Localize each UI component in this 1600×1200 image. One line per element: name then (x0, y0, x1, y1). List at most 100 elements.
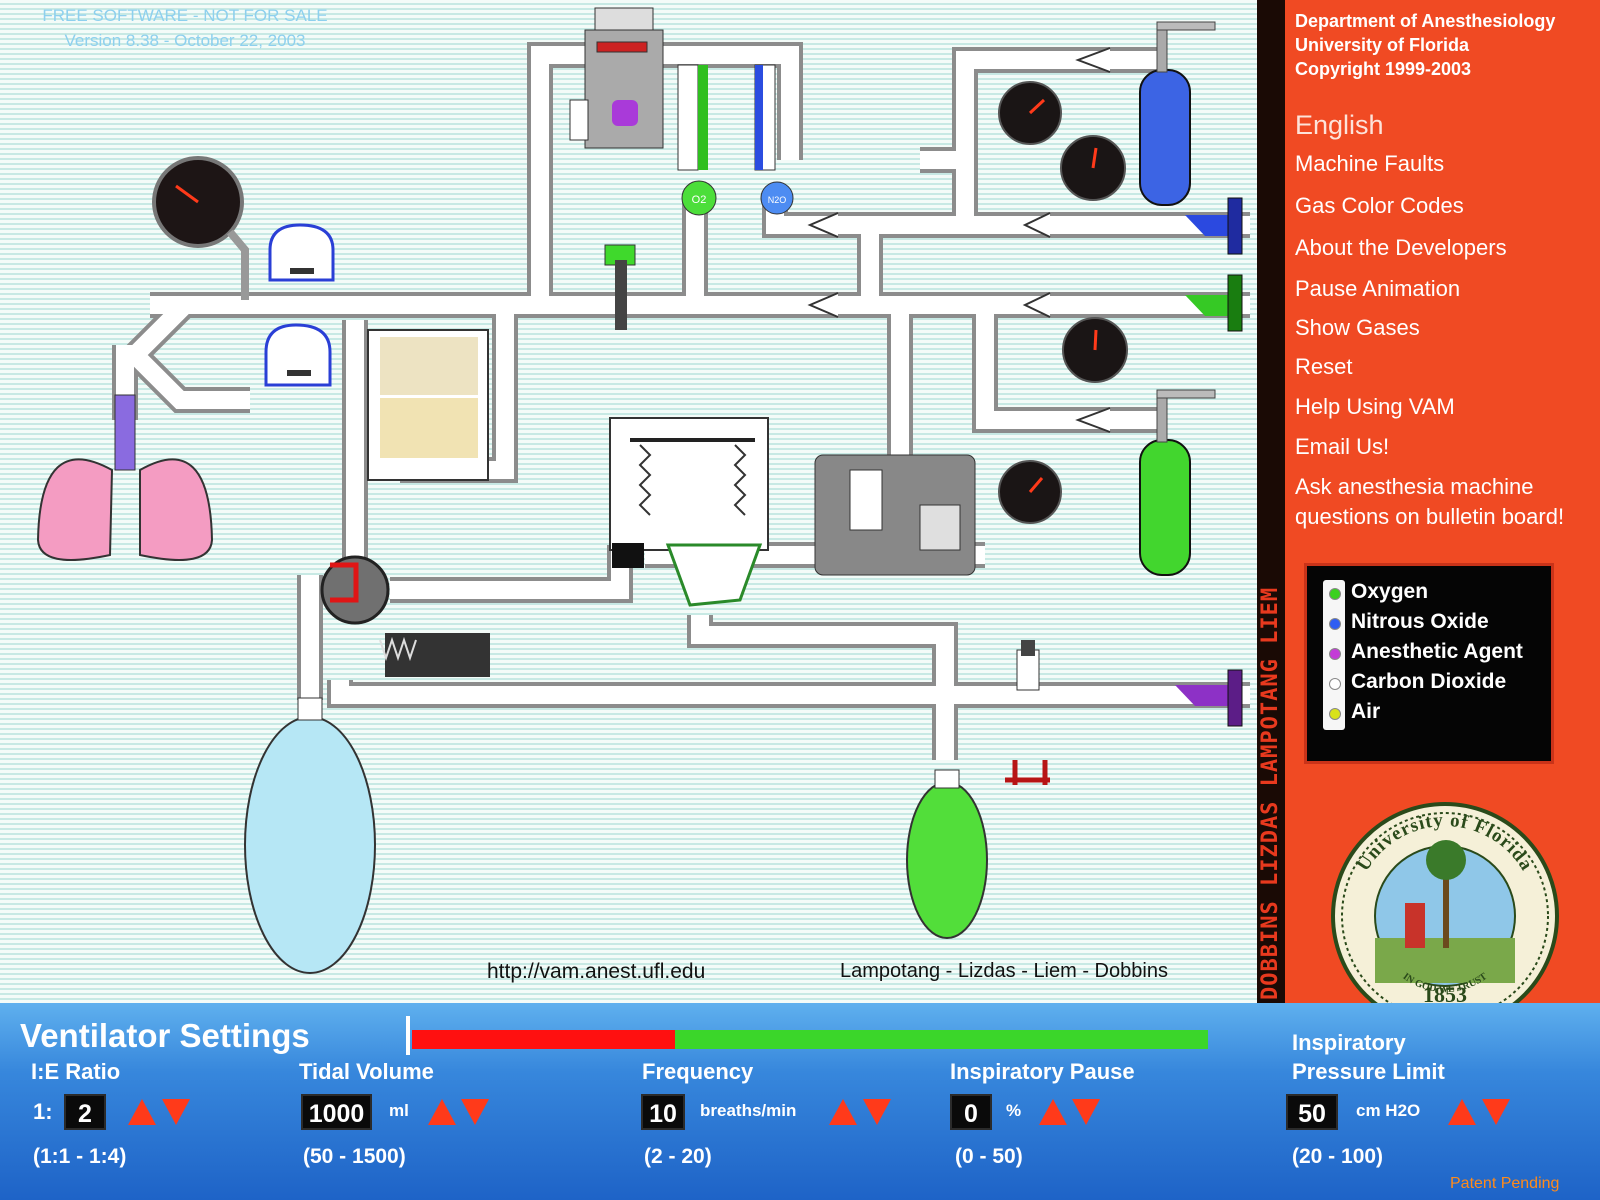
n2o-cylinder (1139, 21, 1216, 206)
bag-vent-selector[interactable] (320, 555, 390, 625)
ventilator-settings-title: Ventilator Settings (20, 1017, 310, 1054)
inspiratory-pause-label: Inspiratory Pause (950, 1059, 1135, 1084)
tidal-volume-up-arrow[interactable] (428, 1099, 456, 1125)
n2o-knob-label: N2O (768, 195, 787, 205)
pressure-limit-label-1: Inspiratory (1292, 1030, 1406, 1055)
air-dot (1329, 708, 1341, 720)
vertical-banner: DOBBINS LIZDAS LAMPOTANG LIEM (1257, 0, 1285, 1003)
frequency-unit: breaths/min (700, 1101, 797, 1120)
flowmeter-tubes (677, 64, 776, 171)
expiratory-valve (264, 323, 332, 387)
scavenger-relief-valve (1005, 640, 1050, 785)
university-line: University of Florida (1295, 35, 1470, 55)
version-label: Version 8.38 - October 22, 2003 (64, 31, 306, 50)
frequency-label: Frequency (642, 1059, 754, 1084)
o2-flow-knob[interactable]: O2 (681, 180, 717, 216)
o2-connector (1227, 274, 1243, 332)
website-url[interactable]: http://vam.anest.ufl.edu (487, 960, 706, 983)
copyright-line: Copyright 1999-2003 (1295, 59, 1472, 79)
machine-schematic: O2 N2O (36, 7, 1250, 974)
seal-year: 1853 (1423, 982, 1467, 1007)
menu-machine-faults[interactable]: Machine Faults (1295, 151, 1445, 176)
tidal-volume-value[interactable]: 1000 (301, 1094, 372, 1130)
check-valve-5 (1022, 292, 1051, 318)
tidal-volume-range: (50 - 1500) (303, 1145, 406, 1168)
frequency-range: (2 - 20) (644, 1145, 712, 1168)
ie-ratio-down-arrow[interactable] (162, 1099, 190, 1125)
pressure-limit-range: (20 - 100) (1292, 1145, 1384, 1168)
y-piece-pipe (116, 292, 250, 413)
university-seal: University of Florida IN GOD WE TRUST 18… (1331, 802, 1559, 1028)
n2o-pipeline-inlet (1185, 215, 1232, 236)
o2-knob-label: O2 (692, 194, 707, 206)
menu-gas-color-codes[interactable]: Gas Color Codes (1295, 193, 1464, 218)
oxygen-dot (1329, 588, 1341, 600)
pressure-limit-up-arrow[interactable] (1448, 1099, 1476, 1125)
scavenger-inlet (1175, 685, 1232, 706)
menu-reset[interactable]: Reset (1295, 354, 1353, 379)
flush-valve[interactable] (604, 244, 636, 330)
ie-ratio-up-arrow[interactable] (128, 1099, 156, 1125)
legend-nitrous-oxide: Nitrous Oxide (1351, 610, 1489, 633)
anesthesia-machine-diagram: FREE SOFTWARE - NOT FOR SALE Version 8.3… (0, 0, 1257, 1003)
legend-carbon-dioxide: Carbon Dioxide (1351, 670, 1507, 693)
n2o-connector (1227, 197, 1243, 255)
free-software-notice: FREE SOFTWARE - NOT FOR SALE (42, 6, 328, 25)
patient-lungs (36, 394, 214, 561)
menu-help[interactable]: Help Using VAM (1295, 394, 1455, 419)
legend-anesthetic-agent: Anesthetic Agent (1351, 640, 1523, 663)
tidal-volume-down-arrow[interactable] (461, 1099, 489, 1125)
cylinder-pressure-gauges (998, 81, 1128, 524)
patent-pending: Patent Pending (1450, 1175, 1560, 1192)
pressure-limit-unit: cm H2O (1356, 1101, 1421, 1120)
scavenger-connector (1227, 669, 1243, 727)
inspiratory-valve (268, 223, 335, 282)
menu-show-gases[interactable]: Show Gases (1295, 315, 1420, 340)
pressure-limit-label-2: Pressure Limit (1292, 1059, 1445, 1084)
check-valve-3 (807, 212, 839, 238)
n2o-cylinder-pipe (952, 47, 1160, 225)
check-valve-2 (1022, 212, 1051, 238)
ventilator-bellows (609, 417, 769, 607)
inspiratory-pause-up-arrow[interactable] (1039, 1099, 1067, 1125)
frequency-up-arrow[interactable] (829, 1099, 857, 1125)
apl-valve[interactable] (379, 633, 490, 677)
airway-pressure-gauge (152, 156, 249, 300)
inspiratory-pause-value[interactable]: 0 (950, 1094, 992, 1130)
menu-email[interactable]: Email Us! (1295, 434, 1390, 459)
o2-pipeline-inlet (1185, 295, 1232, 316)
pressure-limit-value[interactable]: 50 (1286, 1094, 1338, 1130)
vaporizer (569, 7, 664, 149)
breath-cycle-bar (412, 1030, 1208, 1049)
breathing-bag-neck (297, 697, 323, 721)
frequency-down-arrow[interactable] (863, 1099, 891, 1125)
legend-oxygen: Oxygen (1351, 580, 1429, 603)
department-line: Department of Anesthesiology (1295, 11, 1556, 31)
breath-cycle-progress (412, 1030, 675, 1049)
inspiratory-pause-unit: % (1006, 1101, 1022, 1120)
tidal-volume-label: Tidal Volume (299, 1059, 434, 1084)
o2-cylinder (1139, 389, 1216, 576)
ventilator-control (814, 454, 976, 576)
inspiratory-pause-range: (0 - 50) (955, 1145, 1023, 1168)
menu-pause-animation[interactable]: Pause Animation (1295, 276, 1461, 301)
menu-language[interactable]: English (1295, 110, 1384, 140)
tidal-volume-unit: ml (389, 1101, 409, 1120)
ie-ratio-value[interactable]: 2 (64, 1094, 106, 1130)
ie-ratio-range: (1:1 - 1:4) (33, 1145, 127, 1168)
developer-credits: Lampotang - Lizdas - Liem - Dobbins (840, 960, 1168, 982)
scavenger-bag (906, 781, 988, 939)
ventilator-settings-panel: Ventilator Settings I:E Ratio 1: 2 (1:1 … (0, 1003, 1600, 1200)
check-valve-4 (807, 292, 839, 318)
cycle-marker (406, 1016, 410, 1055)
pressure-limit-down-arrow[interactable] (1482, 1099, 1510, 1125)
carbon-dioxide-dot (1329, 678, 1341, 690)
inspiratory-pause-down-arrow[interactable] (1072, 1099, 1100, 1125)
frequency-value[interactable]: 10 (641, 1094, 685, 1130)
nitrous-oxide-dot (1329, 618, 1341, 630)
n2o-flow-knob[interactable]: N2O (760, 181, 794, 215)
co2-absorber (367, 329, 489, 481)
menu-bulletin-board[interactable]: Ask anesthesia machine questions on bull… (1295, 474, 1565, 529)
menu-about-developers[interactable]: About the Developers (1295, 235, 1507, 260)
scavenger-bag-neck (934, 769, 960, 789)
